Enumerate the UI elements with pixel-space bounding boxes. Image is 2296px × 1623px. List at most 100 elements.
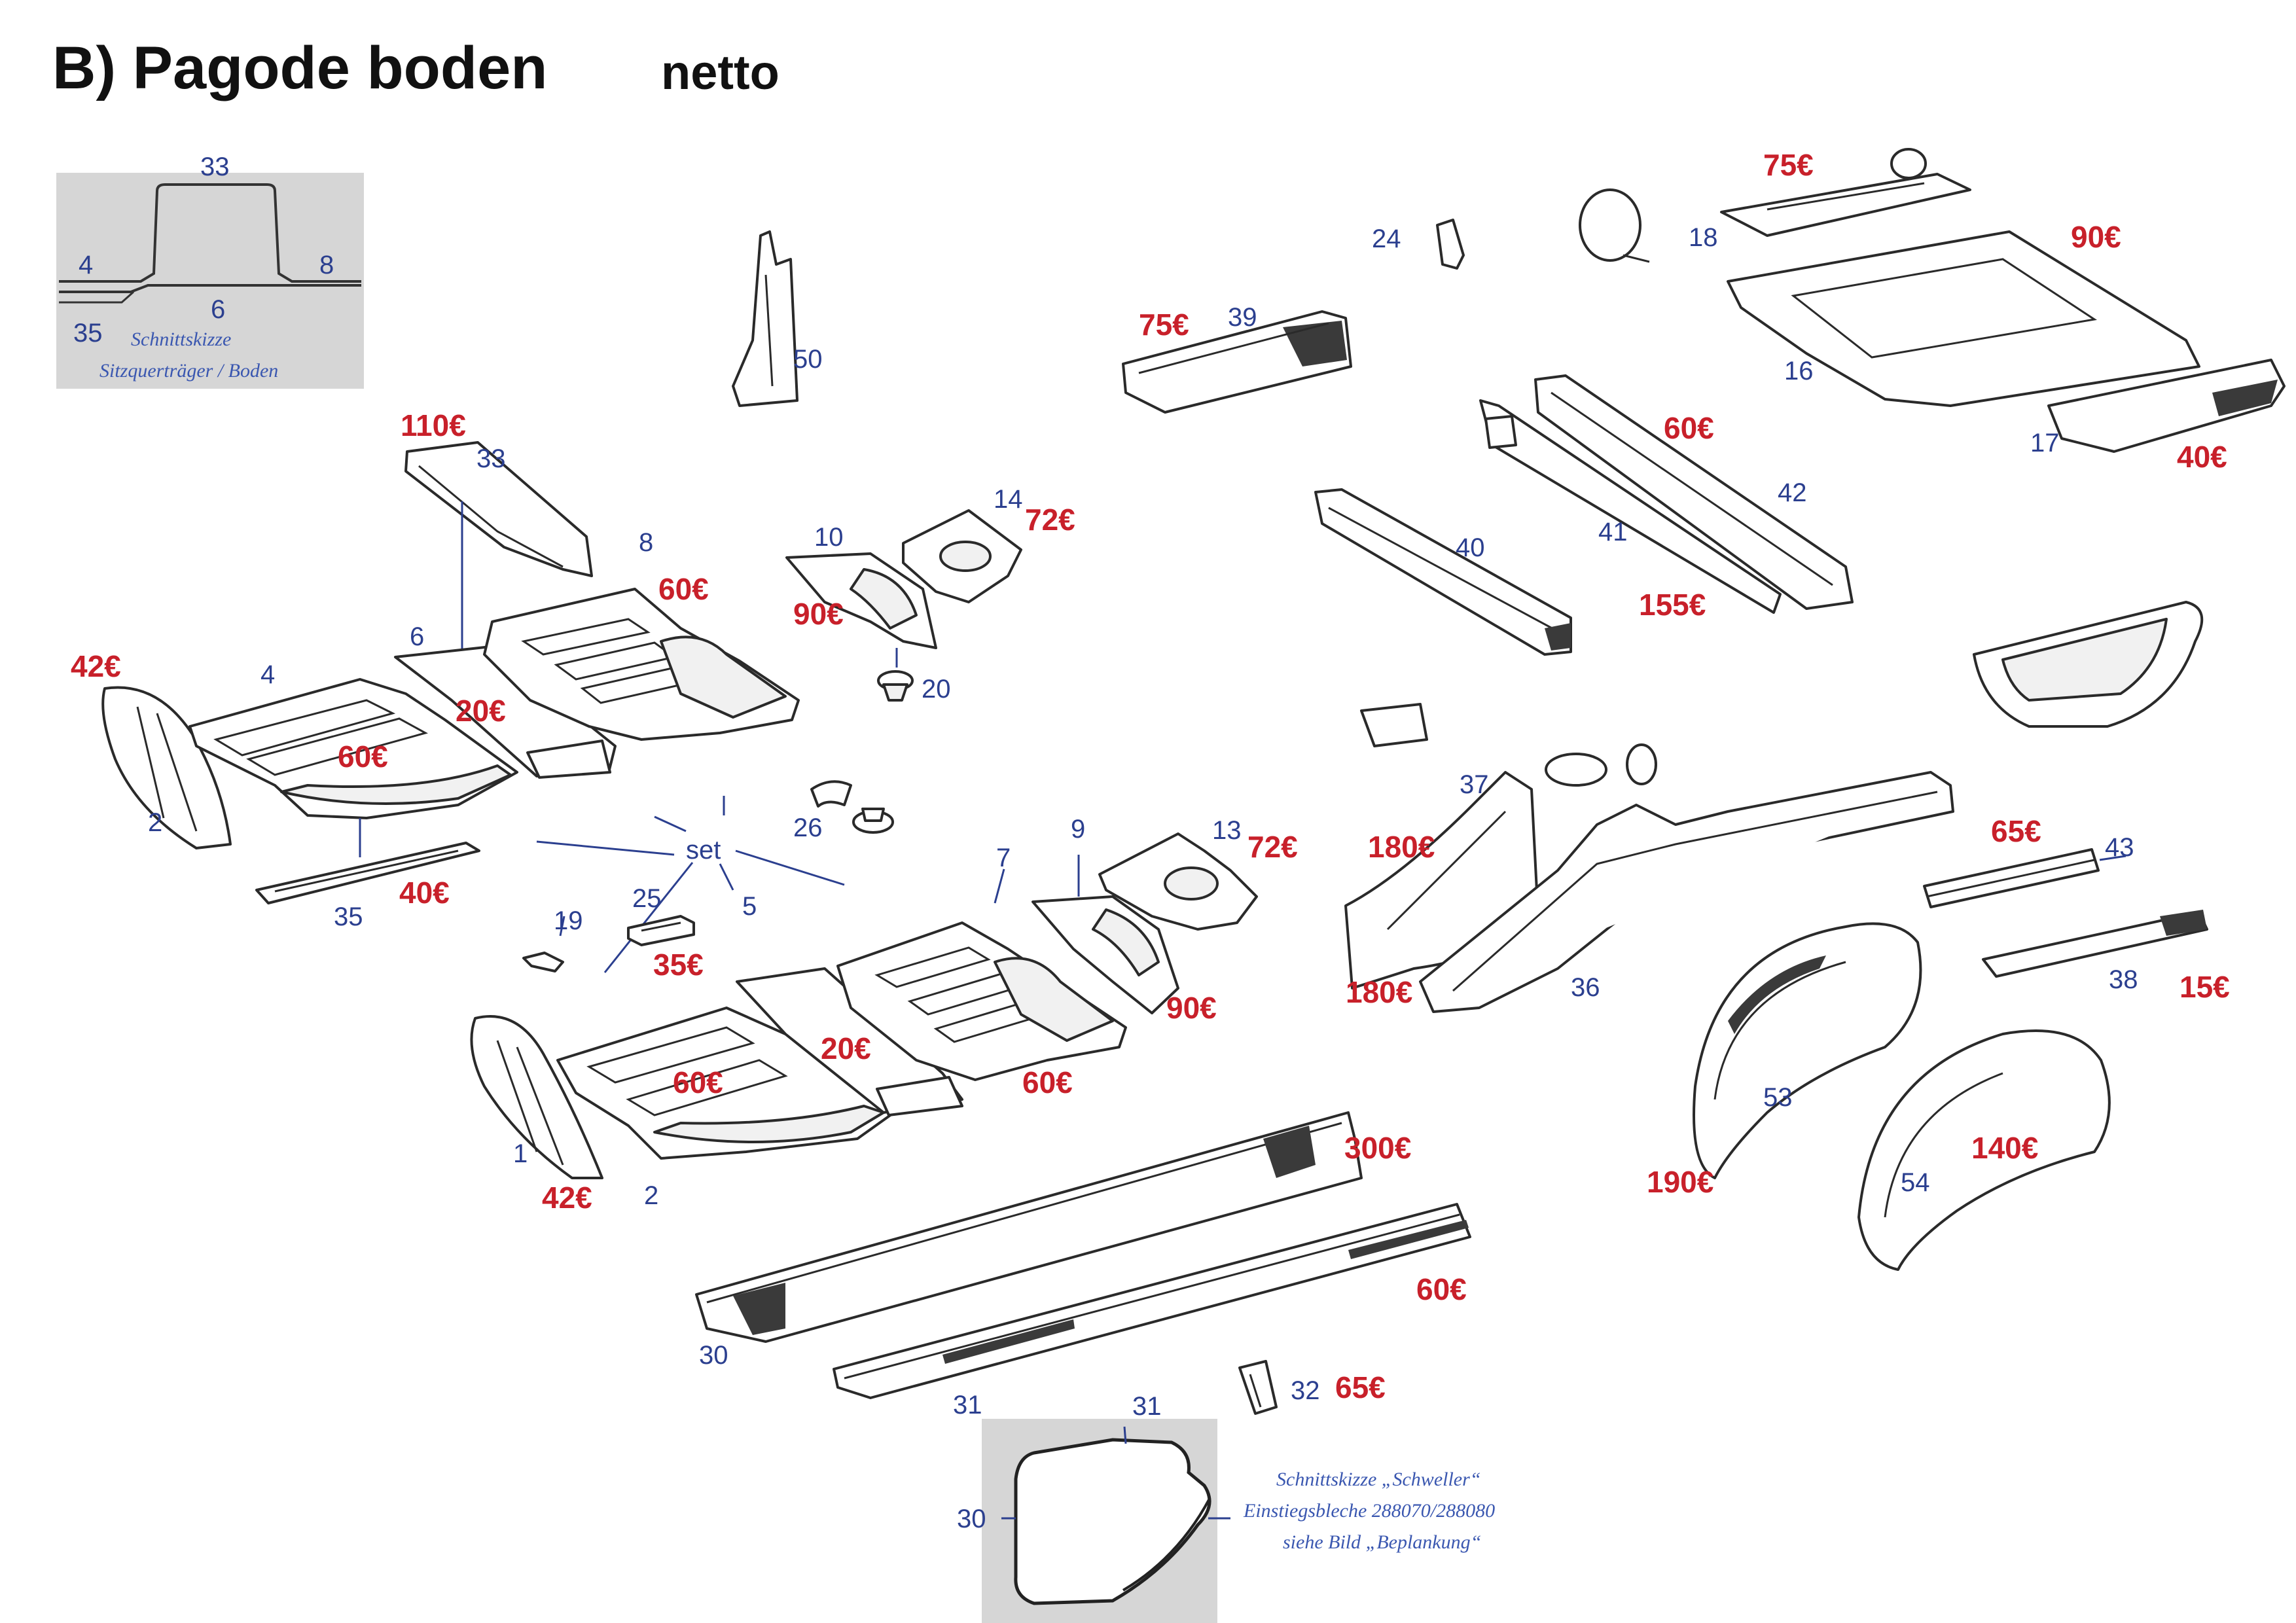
- part-14: [902, 509, 1022, 603]
- num-25: 25: [632, 884, 662, 913]
- price-30: 300€: [1344, 1131, 1411, 1165]
- num-38: 38: [2109, 965, 2138, 994]
- price-32: 65€: [1335, 1370, 1386, 1404]
- part-cup: [1360, 703, 1428, 747]
- price-37: 180€: [1368, 830, 1435, 864]
- sill-caption-2: Einstiegsbleche 288070/288080: [1243, 1500, 1495, 1522]
- sketch-label-35: 35: [73, 319, 103, 348]
- price-9: 90€: [1166, 991, 1217, 1025]
- price-2-lower: 60€: [673, 1065, 723, 1099]
- num-1: 1: [513, 1139, 528, 1168]
- part-4: [188, 678, 518, 819]
- num-19: 19: [554, 906, 583, 935]
- part-17: [2047, 359, 2286, 453]
- part-13: [1098, 832, 1258, 931]
- part-43: [1923, 848, 2126, 908]
- num-39: 39: [1228, 303, 1257, 332]
- num-14: 14: [994, 485, 1023, 514]
- part-32: [1238, 1360, 1278, 1415]
- part-30: [695, 1111, 1363, 1343]
- num-35: 35: [334, 902, 363, 931]
- part-39: [1122, 310, 1352, 414]
- num-50: 50: [793, 345, 823, 374]
- num-13: 13: [1212, 816, 1242, 845]
- num-7: 7: [996, 844, 1011, 872]
- price-1: 42€: [542, 1181, 592, 1215]
- num-5: 5: [742, 892, 757, 921]
- part-clamp: [1579, 188, 1650, 263]
- part-9: [1031, 855, 1179, 1014]
- page-title: B) Pagode boden: [52, 35, 548, 101]
- price-16: 90€: [2071, 220, 2121, 254]
- part-7: [836, 868, 1127, 1081]
- sill-label-31: 31: [1132, 1392, 1162, 1421]
- num-2: 2: [148, 808, 162, 837]
- part-50: [732, 230, 798, 407]
- num-54: 54: [1901, 1168, 1930, 1197]
- part-24: [1436, 219, 1465, 270]
- price-6-lower: 20€: [821, 1031, 871, 1065]
- price-31: 60€: [1416, 1272, 1467, 1306]
- price-43: 65€: [1991, 814, 2041, 848]
- num-36: 36: [1571, 973, 1600, 1002]
- num-37: 37: [1460, 770, 1489, 799]
- num-31: 31: [953, 1391, 982, 1419]
- num-33: 33: [476, 444, 506, 473]
- price-36: 180€: [1346, 975, 1412, 1009]
- num-8: 8: [639, 528, 653, 557]
- sill-label-30: 30: [957, 1505, 986, 1533]
- page-subtitle: netto: [661, 45, 780, 99]
- price-40: 155€: [1639, 588, 1706, 622]
- part-6-lower: [736, 967, 963, 1116]
- part-2: [101, 686, 232, 849]
- num-10: 10: [814, 523, 844, 552]
- price-7: 60€: [1022, 1065, 1073, 1099]
- part-41: [1479, 399, 1782, 614]
- sketch-sill-line: [59, 291, 134, 304]
- price-8: 60€: [658, 572, 709, 606]
- price-17: 40€: [2177, 440, 2227, 474]
- part-numbers: 50 33 8 6 4 2 35 10 14 20 26 set 25 5 19…: [148, 223, 2138, 1419]
- part-2-lower: [556, 1007, 905, 1160]
- sketch-floor-line: [59, 284, 361, 293]
- sketch-label-4: 4: [79, 251, 93, 279]
- sketch-label-6: 6: [211, 295, 225, 324]
- part-35: [255, 818, 480, 904]
- prices: 75€ 90€ 75€ 60€ 40€ 110€ 72€ 60€ 90€ 155…: [71, 148, 2230, 1404]
- num-17: 17: [2030, 429, 2060, 457]
- part-33: [404, 441, 593, 661]
- num-30: 30: [699, 1341, 728, 1370]
- section-sketch-seat: 33 4 8 6 35 Schnittskizze Sitzquerträger…: [56, 152, 364, 389]
- sill-inner-line: [1122, 1498, 1211, 1592]
- price-39: 75€: [1139, 308, 1189, 342]
- sketch-caption-2: Sitzquerträger / Boden: [99, 360, 278, 382]
- part-18: [1720, 148, 1971, 237]
- sill-caption-1: Schnittskizze „Schweller“: [1276, 1469, 1480, 1490]
- part-40: [1314, 488, 1572, 656]
- part-54: [1857, 1029, 2111, 1271]
- num-set: set: [686, 836, 721, 865]
- part-42: [1534, 374, 1854, 610]
- num-41: 41: [1598, 518, 1628, 546]
- sketch-profile: [59, 183, 361, 283]
- part-53: [1693, 922, 1922, 1179]
- sketch-label-33: 33: [200, 152, 230, 181]
- part-tub: [1973, 601, 2204, 728]
- part-1: [470, 1015, 603, 1179]
- part-8: [483, 588, 800, 741]
- price-33: 110€: [401, 408, 466, 442]
- num-40: 40: [1456, 533, 1485, 562]
- part-19: [522, 916, 565, 972]
- price-13: 72€: [1247, 830, 1298, 864]
- section-sketch-sill: 31 30 Schnittskizze „Schweller“ Einstieg…: [957, 1392, 1495, 1623]
- price-35: 40€: [399, 876, 450, 910]
- price-2: 42€: [71, 649, 121, 683]
- part-16: [1727, 230, 2200, 407]
- price-10: 90€: [793, 597, 844, 631]
- price-38: 15€: [2179, 970, 2230, 1004]
- num-24: 24: [1372, 224, 1401, 253]
- sketch-caption-1: Schnittskizze: [131, 329, 231, 350]
- num-2-lower: 2: [644, 1181, 658, 1210]
